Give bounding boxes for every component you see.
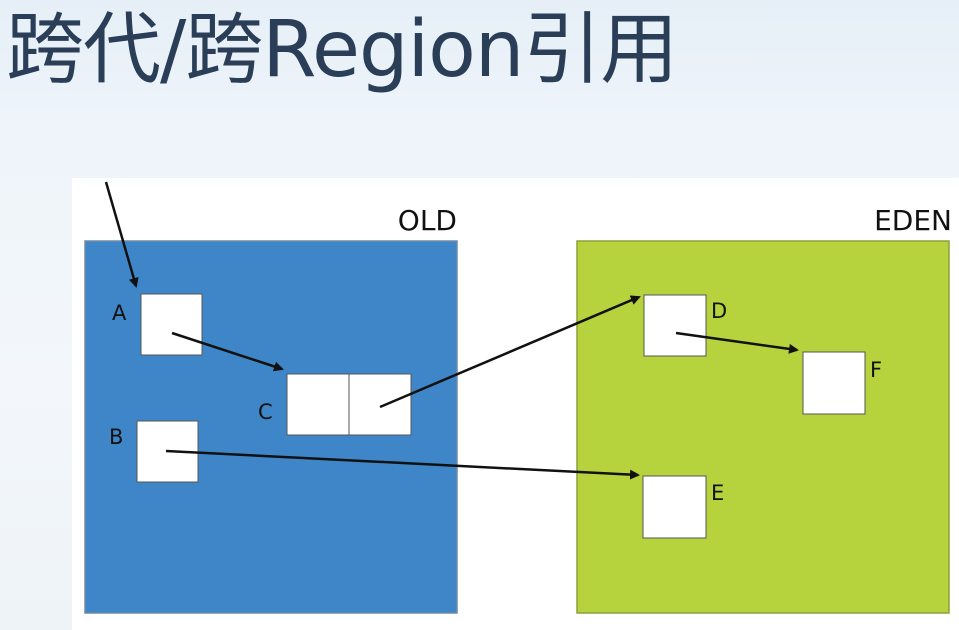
eden-region (576, 240, 950, 614)
arrow-d-to-f (675, 331, 799, 354)
object-a-label: A (112, 301, 127, 325)
object-a (140, 293, 203, 356)
object-e (642, 475, 707, 539)
object-e-label: E (711, 481, 724, 505)
arrow-c-to-d (379, 295, 641, 409)
object-f (802, 351, 866, 415)
object-d-label: D (711, 299, 727, 323)
old-region-label: OLD (398, 204, 457, 237)
arrow-a-to-c (171, 331, 284, 372)
object-c-slot-1 (286, 373, 350, 436)
object-b-label: B (109, 425, 123, 449)
eden-region-label: EDEN (874, 204, 952, 237)
root-reference-arrow (104, 181, 139, 288)
arrow-b-to-e (165, 449, 640, 480)
object-d (643, 294, 707, 357)
object-c-label: C (258, 400, 273, 424)
slide-title: 跨代/跨Region引用 (6, 5, 678, 95)
object-f-label: F (870, 358, 882, 382)
object-c-slot-2 (348, 373, 412, 436)
